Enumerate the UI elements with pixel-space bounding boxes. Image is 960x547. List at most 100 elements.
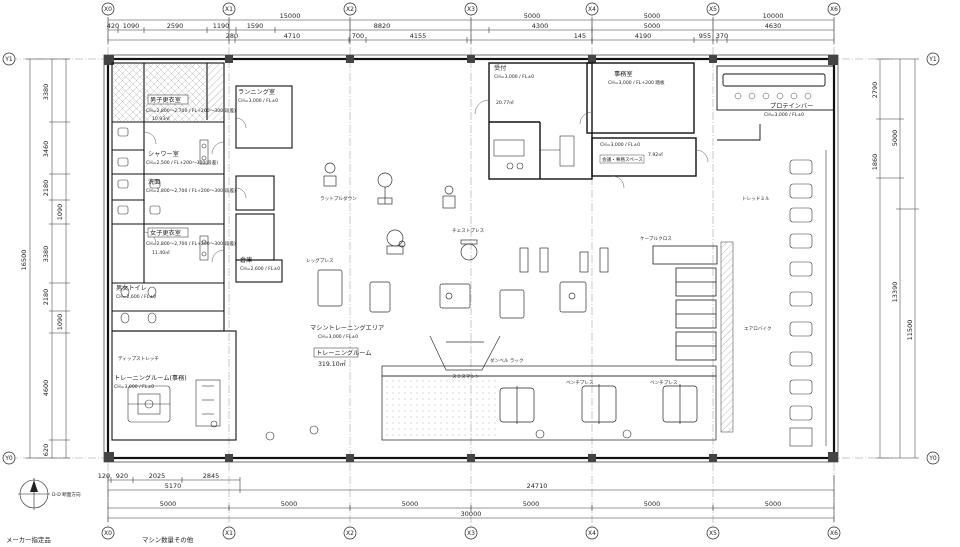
area-meeting: 7.92㎡: [648, 151, 663, 158]
dim-top-overall-3: 10000: [763, 12, 784, 20]
dim-top-2-4: 145: [574, 32, 586, 40]
room-toilets: 男女トイレ: [116, 284, 147, 292]
room-machine-area-spec: CH=3,000 / FL±0: [318, 334, 358, 340]
dim-right-4: 11500: [906, 320, 914, 341]
footer-machines: マシン数量その他: [142, 535, 194, 544]
grid-bubbles: [2, 2, 940, 540]
dim-top-1-1: 1090: [123, 22, 140, 30]
reception-walls: [488, 62, 697, 180]
dimension-lines-top: [107, 17, 835, 44]
room-reception-spec: CH=3,000 / FL±0: [494, 74, 534, 80]
equipment-labels: ディップストレッチ ダンベル ラック ベンチプレス ベンチプレス スミスマシン …: [118, 195, 771, 386]
grid-label-x3-bottom: X3: [467, 530, 475, 537]
grid-bubble-labels: X0 X1 X2 X3 X4 X5 X6 X0 X1 X2 X3 X4 X5 X…: [4, 6, 937, 537]
room-meeting-spec: CH=3,000 / FL±0: [600, 142, 640, 148]
dim-top-2-3: 4155: [410, 32, 427, 40]
grid-label-x2: X2: [346, 6, 354, 13]
room-machine-area: マシントレーニングエリア: [310, 324, 384, 332]
dimension-lines-right: [876, 58, 919, 459]
room-mens-changing-spec: CH=2,800～2,700 / FL+200～300(段差): [146, 107, 236, 114]
equip-cable: ケーブルクロス: [640, 235, 672, 242]
dim-bottom-1-2: 2025: [149, 472, 166, 480]
dim-top-2-0: 280: [226, 32, 238, 40]
dim-bottom-2-1: 24710: [527, 482, 548, 490]
cardio-row: [789, 150, 827, 447]
machines: [317, 162, 609, 371]
dim-right-1: 5000: [891, 130, 899, 147]
cable-stations: [652, 245, 718, 361]
dimension-lines-left: [26, 58, 70, 459]
grid-label-y0: Y0: [4, 455, 13, 462]
dim-left-7: 4600: [42, 380, 50, 397]
equip-bench-2: ベンチプレス: [650, 380, 678, 386]
grid-label-x1-bottom: X1: [225, 530, 233, 537]
room-storage-spec: CH=2,600 / FL±0: [240, 266, 280, 272]
equip-bench-1: ベンチプレス: [566, 380, 594, 386]
area-training: 319.10㎡: [318, 360, 347, 368]
dim-bottom-span-1: 5000: [281, 500, 298, 508]
dim-top-1-5: 8820: [374, 22, 391, 30]
room-running: ランニング室: [238, 88, 275, 96]
equip-lat-pull: ラットプルダウン: [320, 195, 357, 202]
mirror-wall: [720, 241, 734, 433]
pipe-shaft-hatch: [208, 64, 223, 120]
free-weight-floor: [383, 377, 498, 439]
grid-label-x4-bottom: X4: [588, 530, 596, 537]
area-labels: 20.77㎡ 7.92㎡ 319.10㎡ 11.40㎡ 10.93㎡: [152, 99, 663, 368]
dim-top-1-6: 4300: [532, 22, 549, 30]
grid-label-y1: Y1: [4, 56, 13, 63]
equip-smith: スミスマシン: [452, 374, 480, 380]
room-protein-bar-spec: CH=3,000 / FL±0: [764, 112, 804, 118]
grid-label-x3: X3: [467, 6, 475, 13]
room-womens-changing-spec: CH=2,800～2,700 / FL+200～300(段差): [146, 240, 236, 247]
footer-notes: メーカー指定品 マシン数量その他: [6, 535, 194, 544]
room-womens-changing: 女子更衣室: [150, 229, 181, 237]
dim-top-1-4: 1590: [247, 22, 264, 30]
dim-left-2: 2180: [42, 180, 50, 197]
dim-left-8: 620: [42, 444, 50, 456]
dim-bottom-span-2: 5000: [402, 500, 419, 508]
room-washroom: 洗面: [148, 178, 160, 186]
dim-top-1-3: 1190: [213, 22, 230, 30]
grid-label-x6-bottom: X6: [830, 530, 838, 537]
dim-left-total: 16500: [20, 250, 28, 271]
dim-top-1-0: 420: [107, 22, 119, 30]
equip-treadmill: トレッドミル: [742, 197, 770, 202]
columns: [104, 55, 838, 462]
reception-furniture: [493, 135, 575, 170]
dim-top-2-7: 370: [716, 32, 728, 40]
door-swings-center: [474, 99, 709, 189]
section-markers: [265, 425, 632, 441]
room-office: 事務室: [614, 70, 633, 78]
grid-label-x1: X1: [225, 6, 233, 13]
dim-bottom-span-4: 5000: [644, 500, 661, 508]
equip-dip: ディップストレッチ: [118, 355, 159, 362]
compass-label: D-D 断面方向: [52, 491, 81, 498]
training-room-walls: [111, 330, 237, 441]
dim-right-3: 13390: [891, 282, 899, 303]
sanitary-fixtures: [117, 127, 209, 324]
dim-left-3: 1090: [56, 204, 64, 221]
dimension-text-left: 3380 3460 2180 1090 3380 2180 1090 4600 …: [20, 84, 64, 456]
dimension-text-bottom: 120 920 2025 2845 5170 24710 5000 5000 5…: [98, 472, 781, 518]
grid-label-x6: X6: [830, 6, 838, 13]
room-shower-spec: CH=2,500 / FL+200～300(段差): [146, 159, 218, 166]
room-toilets-spec: CH=2,600 / FL±0: [116, 294, 156, 300]
grid-label-x5: X5: [709, 6, 717, 13]
room-training-office-spec: CH=3,000 / FL±0: [114, 384, 154, 390]
grid-label-x5-bottom: X5: [709, 530, 717, 537]
area-mens: 10.93㎡: [152, 115, 170, 122]
equip-dumbbell: ダンベル ラック: [490, 357, 524, 364]
dim-top-2-1: 4710: [284, 32, 301, 40]
grid-label-x4: X4: [588, 6, 596, 13]
room-protein-bar: プロテインバー: [770, 103, 813, 110]
dim-left-1: 3460: [42, 141, 50, 158]
protein-bar: [716, 65, 835, 141]
footer-maker: メーカー指定品: [6, 535, 51, 544]
dimension-text-right: 2790 5000 1860 13390 11500: [871, 82, 914, 341]
equip-chest-press: チェストプレス: [452, 228, 485, 234]
grid-label-x2-bottom: X2: [346, 530, 354, 537]
equip-leg-press: レッグプレス: [306, 257, 334, 264]
dim-top-1-8: 4630: [765, 22, 782, 30]
